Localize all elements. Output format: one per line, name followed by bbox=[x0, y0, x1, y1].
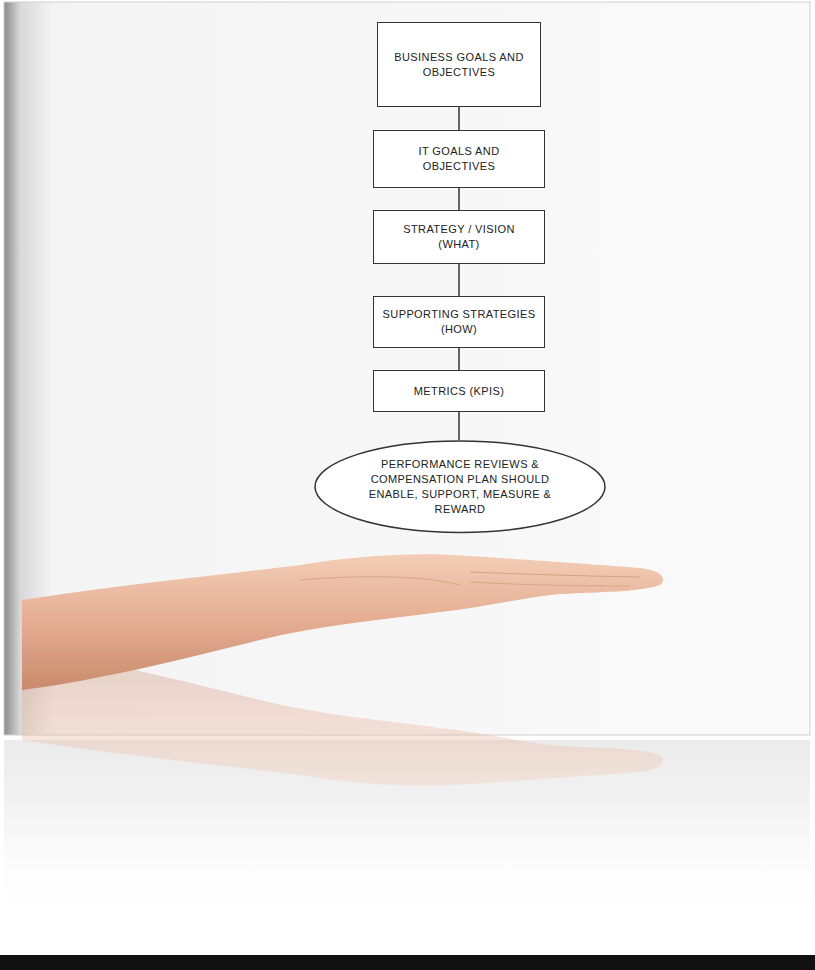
process-box: IT GOALS AND OBJECTIVES bbox=[373, 130, 545, 188]
connector-line bbox=[458, 412, 460, 440]
box-label: SUPPORTING STRATEGIES (HOW) bbox=[382, 307, 536, 337]
connector-line bbox=[458, 348, 460, 370]
ellipse-outline bbox=[314, 440, 606, 533]
box-label: STRATEGY / VISION (WHAT) bbox=[382, 222, 536, 252]
open-hand bbox=[22, 554, 663, 690]
page-ground bbox=[0, 0, 815, 740]
ellipse-border bbox=[315, 441, 605, 532]
process-box: BUSINESS GOALS AND OBJECTIVES bbox=[377, 22, 541, 107]
connector-line bbox=[458, 188, 460, 210]
photo-card bbox=[4, 2, 810, 735]
box-label: METRICS (KPIS) bbox=[414, 384, 505, 399]
box-label: IT GOALS AND OBJECTIVES bbox=[382, 144, 536, 174]
process-box: SUPPORTING STRATEGIES (HOW) bbox=[373, 296, 545, 348]
reflection-fade bbox=[4, 800, 810, 940]
connector-line bbox=[458, 107, 460, 130]
process-box: STRATEGY / VISION (WHAT) bbox=[373, 210, 545, 264]
process-box: METRICS (KPIS) bbox=[373, 370, 545, 412]
box-label: BUSINESS GOALS AND OBJECTIVES bbox=[386, 50, 532, 80]
summary-ellipse: PERFORMANCE REVIEWS & COMPENSATION PLAN … bbox=[314, 440, 606, 533]
connector-line bbox=[458, 264, 460, 296]
ellipse-text: PERFORMANCE REVIEWS & COMPENSATION PLAN … bbox=[354, 457, 566, 516]
bottom-strip bbox=[0, 955, 815, 970]
